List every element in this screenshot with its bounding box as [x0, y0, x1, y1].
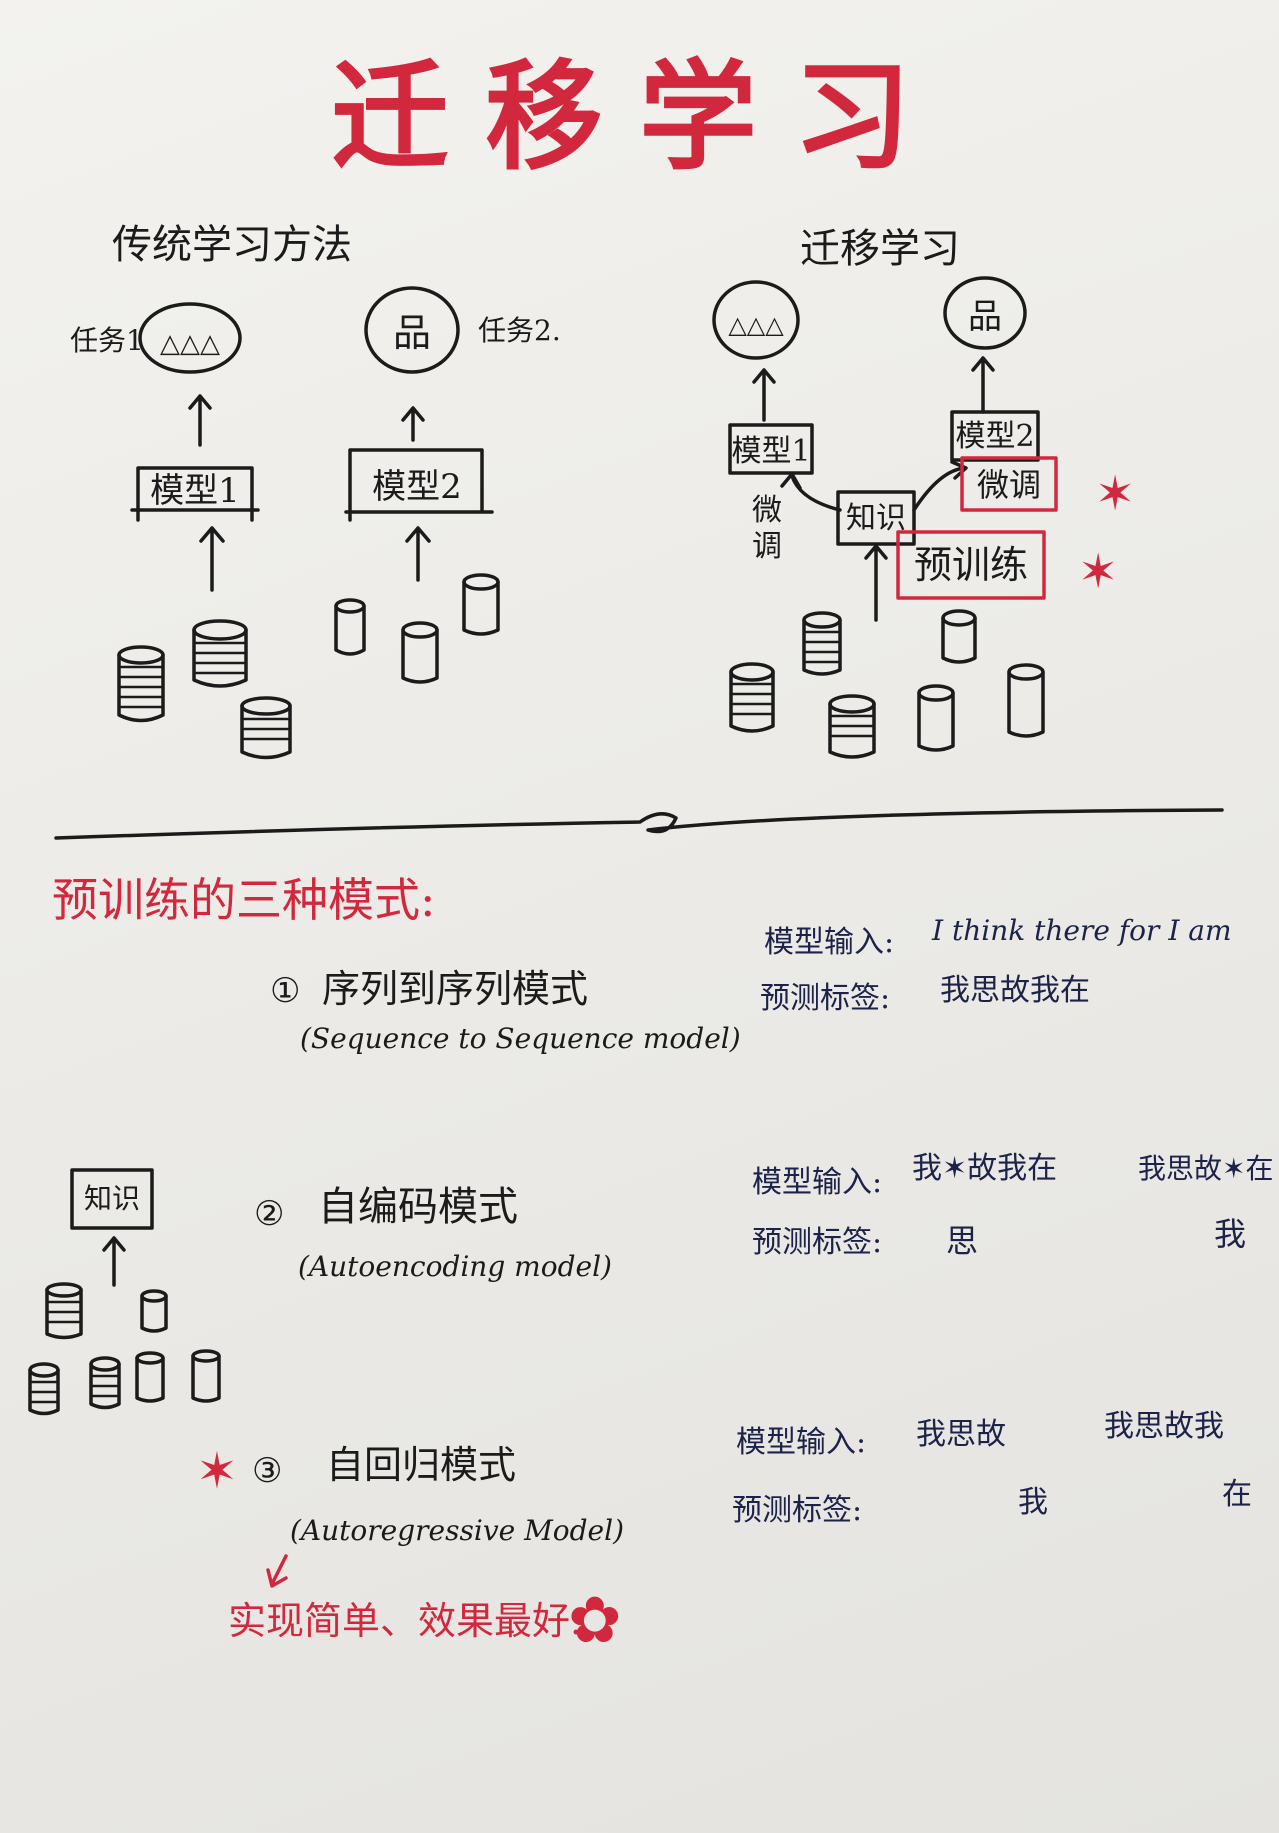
mode3-input-a: 我思故 — [916, 1417, 1006, 1452]
mode2-label-b: 我 — [1214, 1215, 1246, 1253]
mode1-label-label: 预测标签: — [760, 981, 890, 1016]
mode2-label-label: 预测标签: — [752, 1225, 882, 1260]
mode2-input-a: 我✶故我在 — [912, 1151, 1057, 1186]
arrow-up-icon — [188, 394, 212, 447]
mode1-label: 我思故我在 — [940, 973, 1090, 1008]
mode3-label-b: 在 — [1222, 1477, 1252, 1512]
pretrain-label: 预训练 — [914, 543, 1028, 587]
transfer-output1-symbol: △△△ — [728, 311, 784, 339]
task1-label: 任务1 — [70, 324, 144, 357]
model1-label: 模型1 — [150, 471, 240, 511]
database-striped-icon — [89, 1356, 121, 1410]
database-empty-icon — [334, 598, 366, 656]
database-striped-icon — [192, 619, 248, 688]
transfer-finetune-left: 微调 — [752, 493, 782, 564]
task1-output-circle — [138, 302, 242, 374]
transfer-model1-box — [728, 423, 814, 475]
mode3-label-a: 我 — [1018, 1485, 1048, 1520]
database-empty-icon — [140, 1289, 168, 1333]
database-striped-icon — [117, 645, 165, 723]
mode3-number: ③ — [252, 1451, 282, 1491]
database-striped-icon — [28, 1362, 60, 1416]
arrow-up-icon — [971, 356, 995, 414]
transfer-data-cylinders — [729, 609, 1045, 759]
mode2-name: 自编码模式 — [318, 1184, 518, 1230]
mode1-input: I think there for I am — [931, 914, 1232, 947]
database-empty-icon — [1007, 663, 1045, 738]
knowledge-to-model2-arrow — [912, 460, 968, 512]
mode3-label-label: 预测标签: — [732, 1493, 862, 1528]
mode3-english: (Autoregressive Model) — [290, 1514, 624, 1547]
transfer-output2-circle — [943, 276, 1027, 350]
database-striped-icon — [729, 662, 775, 733]
traditional-data-cylinders — [117, 573, 500, 760]
knowledge-label: 知识 — [846, 501, 906, 536]
mode1-name: 序列到序列模式 — [322, 967, 588, 1011]
database-striped-icon — [828, 694, 876, 759]
mode1-number: ① — [270, 971, 300, 1011]
database-striped-icon — [45, 1282, 83, 1340]
arrow-up-icon — [102, 1236, 126, 1287]
model2-box — [344, 448, 494, 522]
arrow-down-left-icon — [266, 1554, 288, 1588]
database-empty-icon — [401, 621, 439, 684]
star-icon: ✶ — [1078, 544, 1118, 600]
mode3-note: 实现简单、效果最好. — [228, 1599, 582, 1643]
transfer-model1-label: 模型1 — [731, 434, 810, 469]
mode3-star-icon: ✶ — [196, 1442, 238, 1500]
database-striped-icon — [802, 611, 842, 676]
task2-output-circle — [364, 286, 460, 374]
finetune-highlight-box — [960, 456, 1058, 512]
mode2-english: (Autoencoding model) — [298, 1250, 612, 1283]
transfer-heading: 迁移学习 — [800, 226, 960, 272]
transfer-model2-box — [950, 410, 1040, 462]
mode2-input-label: 模型输入: — [752, 1165, 882, 1200]
mode3-input-label: 模型输入: — [736, 1425, 866, 1460]
database-empty-icon — [191, 1349, 221, 1403]
transfer-model2-label: 模型2 — [955, 419, 1034, 454]
model1-box — [130, 466, 260, 522]
transfer-output1-circle — [712, 280, 800, 360]
arrow-up-icon — [401, 406, 425, 442]
arrow-up-icon — [864, 544, 888, 622]
database-striped-icon — [240, 696, 292, 760]
mode2-data-cylinders — [28, 1282, 221, 1416]
mode1-english: (Sequence to Sequence model) — [300, 1022, 741, 1055]
pretrain-highlight-box — [896, 530, 1046, 600]
model2-label: 模型2 — [372, 467, 462, 507]
modes-heading: 预训练的三种模式: — [52, 873, 436, 927]
task2-label: 任务2. — [478, 314, 561, 347]
database-empty-icon — [135, 1351, 165, 1403]
mode2-knowledge-box — [70, 1168, 154, 1230]
mode1-input-label: 模型输入: — [764, 925, 894, 960]
page-title: 迁移学习 — [331, 47, 947, 186]
task1-output-symbol: △△△ — [160, 329, 220, 359]
mode2-knowledge-label: 知识 — [84, 1182, 140, 1215]
task2-output-symbol: 品 — [393, 311, 431, 355]
arrow-up-icon — [405, 526, 431, 582]
database-empty-icon — [917, 684, 955, 752]
database-empty-icon — [941, 609, 977, 664]
star-icon: ✶ — [1095, 466, 1135, 522]
traditional-heading: 传统学习方法 — [112, 222, 352, 268]
mode2-number: ② — [254, 1194, 284, 1234]
knowledge-to-model1-arrow — [780, 472, 842, 512]
section-divider — [54, 808, 1224, 840]
arrow-up-icon — [752, 368, 776, 422]
database-empty-icon — [462, 573, 500, 636]
mode3-input-b: 我思故我 — [1104, 1409, 1224, 1444]
mode2-label-a: 思 — [946, 1222, 978, 1260]
knowledge-box — [836, 490, 916, 546]
transfer-output2-symbol: 品 — [968, 297, 1002, 337]
transfer-finetune-right: 微调 — [977, 466, 1041, 504]
arrow-up-icon — [199, 526, 225, 592]
mode3-name: 自回归模式 — [326, 1443, 516, 1487]
flower-icon: ✿ — [568, 1584, 622, 1658]
mode2-input-b: 我思故✶在 — [1138, 1152, 1273, 1185]
